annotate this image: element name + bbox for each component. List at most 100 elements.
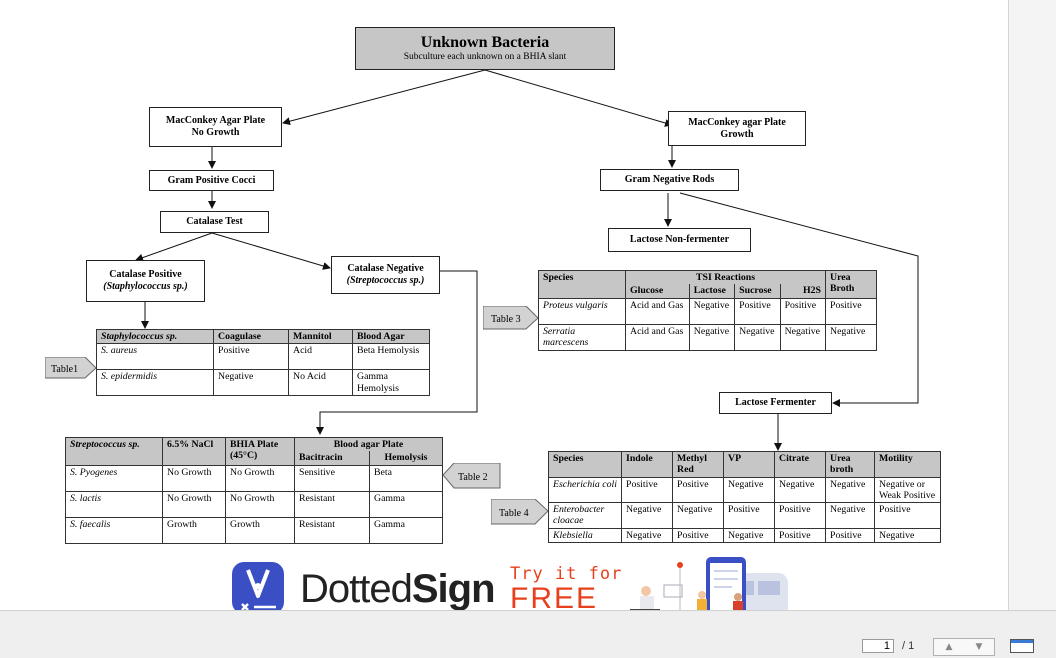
table-header-cell: Streptococcus sp. <box>65 437 163 466</box>
flowchart-subtitle: Subculture each unknown on a BHIA slant <box>403 52 567 63</box>
table4-clip: Species Indole Methyl Red VP Citrate Ure… <box>548 451 944 555</box>
view-mode-icon[interactable] <box>1010 639 1034 653</box>
catalase-test-box: Catalase Test <box>160 211 269 233</box>
gram-positive-box: Gram Positive Cocci <box>149 170 274 191</box>
table-cell: Positive <box>779 297 827 325</box>
table-cell: S. aureus <box>96 343 214 371</box>
dottedsign-ad-banner[interactable]: DottedSign Try it for FREE <box>216 555 792 610</box>
table-cell: Positive <box>213 343 289 371</box>
table-cell: Growth <box>162 516 226 544</box>
gram-positive-label: Gram Positive Cocci <box>167 174 256 186</box>
table-cell: Negative <box>621 527 673 543</box>
unknown-bacteria-box: Unknown Bacteria Subculture each unknown… <box>355 27 615 70</box>
table-cell: Positive <box>621 476 673 504</box>
table-cell: Acid and Gas <box>625 323 690 351</box>
macconkey-growth-line1: MacConkey agar Plate <box>688 116 786 128</box>
table-cell: Positive <box>825 527 875 543</box>
dottedsign-logo-icon <box>232 562 284 610</box>
table-cell: Negative <box>688 297 736 325</box>
table-header-cell: BHIA Plate (45°C) <box>225 437 295 466</box>
lactose-non-fermenter-box: Lactose Non-fermenter <box>608 228 751 252</box>
table-cell: Negative <box>723 476 775 504</box>
page-total-label: / 1 <box>902 640 915 652</box>
catalase-negative-line2: (Streptococcus sp.) <box>346 275 425 286</box>
table-header-cell: Species <box>548 451 622 478</box>
table-cell: Gamma Hemolysis <box>352 369 430 397</box>
page-number-input[interactable]: 1 <box>862 639 894 653</box>
table-cell: Acid and Gas <box>625 297 690 325</box>
table-header-cell: Coagulase <box>213 328 289 345</box>
table3-lactose-non-fermenters: Species TSI Reactions Urea Broth Glucose… <box>538 270 877 351</box>
table-cell: Positive <box>874 502 941 529</box>
table-header-row: Species TSI Reactions Urea Broth <box>538 270 877 299</box>
up-triangle-icon[interactable]: ▲ <box>945 642 953 652</box>
table-header-cell: Bacitracin <box>294 451 370 466</box>
down-triangle-icon[interactable]: ▼ <box>975 642 983 652</box>
table2-streptococcus: Streptococcus sp. 6.5% NaCl BHIA Plate (… <box>65 437 443 544</box>
table-row: S. epidermidis Negative No Acid Gamma He… <box>96 369 430 397</box>
vertical-scrollbar[interactable] <box>1008 0 1056 610</box>
table-cell: Negative <box>723 527 775 543</box>
table-row: S. Pyogenes No Growth No Growth Sensitiv… <box>65 464 443 492</box>
table-cell: Acid <box>288 343 353 371</box>
flowchart-title: Unknown Bacteria <box>420 34 550 52</box>
table-cell: Positive <box>774 502 826 529</box>
table-cell: Negative <box>688 323 736 351</box>
table-header-row: Species Indole Methyl Red VP Citrate Ure… <box>548 451 941 478</box>
table-row: S. faecalis Growth Growth Resistant Gamm… <box>65 516 443 544</box>
table2-tag: Table 2 <box>443 463 501 489</box>
table-cell: S. Pyogenes <box>65 464 163 492</box>
table-cell: Beta <box>369 464 443 492</box>
table-row: Klebsiella Negative Positive Negative Po… <box>548 527 941 543</box>
table-cell: Negative <box>672 502 724 529</box>
table4-tag: Table 4 <box>491 499 549 525</box>
macconkey-no-growth-line2: No Growth <box>191 127 240 138</box>
table-header-cell: Indole <box>621 451 673 478</box>
table-header-cell: Citrate <box>774 451 826 478</box>
table-cell: Negative <box>213 369 289 397</box>
table-cell: No Growth <box>162 490 226 518</box>
table-cell: S. faecalis <box>65 516 163 544</box>
table-cell: S. epidermidis <box>96 369 214 397</box>
table-cell: Positive <box>774 527 826 543</box>
dottedsign-wordmark: DottedSign <box>300 567 496 610</box>
table3-tag-label: Table 3 <box>491 314 521 325</box>
table-cell: Resistant <box>294 516 370 544</box>
table-cell: Growth <box>225 516 295 544</box>
table-row: S. lactis No Growth No Growth Resistant … <box>65 490 443 518</box>
table-header-cell: Urea Broth <box>825 270 877 299</box>
table-header-cell: 6.5% NaCl <box>162 437 226 466</box>
gram-negative-box: Gram Negative Rods <box>600 169 739 191</box>
table-cell: Sensitive <box>294 464 370 492</box>
table-cell: Negative <box>825 476 875 504</box>
table-cell: Negative <box>874 527 941 543</box>
table-cell: Klebsiella <box>548 527 622 543</box>
brand-bold-text: Sign <box>411 567 496 610</box>
table-cell: Resistant <box>294 490 370 518</box>
catalase-positive-box: Catalase Positive (Staphylococcus sp.) <box>86 260 205 302</box>
table-cell: No Acid <box>288 369 353 397</box>
table-row: Proteus vulgaris Acid and Gas Negative P… <box>538 297 877 325</box>
lactose-non-fermenter-label: Lactose Non-fermenter <box>629 234 730 245</box>
table-header-cell: Blood agar Plate <box>294 437 443 452</box>
ad-cta[interactable]: Try it for FREE <box>510 564 623 611</box>
table-cell: Negative <box>774 476 826 504</box>
cta-line2: FREE <box>510 582 599 611</box>
cta-line1: Try it for <box>510 564 623 584</box>
table-row: Escherichia coli Positive Positive Negat… <box>548 476 941 504</box>
table-row: Serratia marcescens Acid and Gas Negativ… <box>538 323 877 351</box>
table-row: Enterobacter cloacae Negative Negative P… <box>548 502 941 529</box>
table-cell: Escherichia coli <box>548 476 622 504</box>
table-cell: Positive <box>734 297 781 325</box>
table3-tag: Table 3 <box>483 306 539 330</box>
page-nav-buttons: ▲ ▼ <box>933 638 995 656</box>
table-header-row: Bacitracin Hemolysis <box>66 451 443 466</box>
table-cell: Negative <box>825 323 877 351</box>
viewer-toolbar <box>0 610 1056 658</box>
macconkey-growth-box: MacConkey agar Plate Growth <box>668 111 806 146</box>
table-header-cell: Glucose <box>625 284 690 299</box>
table-cell: Negative <box>621 502 673 529</box>
table-header-cell: Lactose <box>688 284 736 299</box>
table-cell: S. lactis <box>65 490 163 518</box>
table-header-cell: Methyl Red <box>672 451 724 478</box>
